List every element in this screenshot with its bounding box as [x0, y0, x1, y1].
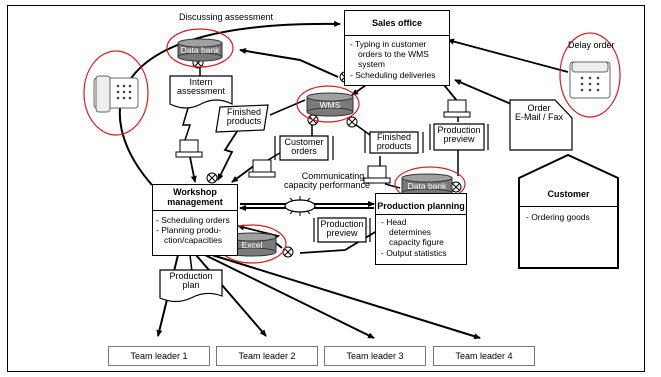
doc-customer-orders: Customer orders [280, 137, 328, 157]
team-leader-3: Team leader 3 [324, 346, 426, 366]
label-communicating: Communicating capacity performance [278, 171, 388, 191]
production-planning-title: Production planning [376, 194, 466, 215]
sales-office-items: - Typing in customer orders to the WMS s… [350, 39, 436, 80]
doc-text: orders [291, 146, 317, 157]
workshop-management-node: Workshop management - Scheduling orders … [152, 184, 238, 256]
production-planning-item: - Head [381, 217, 407, 227]
doc-text: preview [326, 228, 358, 239]
production-planning-item: determines [389, 227, 432, 238]
workshop-item: - Planning produ- [156, 225, 222, 236]
customer-title: Customer [520, 182, 617, 207]
team-leader-4: Team leader 4 [433, 346, 535, 366]
doc-text: preview [443, 134, 475, 145]
production-planning-items: - Head determines capacity figure - Outp… [381, 217, 447, 258]
workshop-items: - Scheduling orders - Planning produ- ct… [156, 215, 230, 246]
production-planning-node: Production planning - Head determines ca… [375, 193, 467, 265]
doc-intern-assessment: Intern assessment [172, 77, 230, 97]
doc-production-plan: Production plan [162, 271, 220, 291]
label-communicating-line2: capacity performance [283, 180, 371, 191]
sales-office-title: Sales office [345, 11, 449, 36]
workshop-title-line2: management [167, 196, 223, 207]
workshop-item: - Scheduling orders [156, 215, 230, 225]
diagram-frame [7, 5, 645, 372]
doc-text: E-Mail / Fax [514, 112, 563, 123]
workshop-title-line1: Workshop [173, 187, 217, 197]
doc-text: Order [527, 103, 551, 113]
doc-text: plan [182, 280, 200, 291]
label-delay-order: Delay order [568, 40, 615, 50]
doc-text: Production [169, 271, 213, 281]
doc-text: products [226, 116, 262, 127]
workshop-title: Workshop management [153, 185, 237, 211]
doc-text: Intern [189, 77, 213, 87]
doc-text: Production [320, 219, 364, 229]
customer-item: - Ordering goods [526, 212, 590, 222]
team-leader-1: Team leader 1 [108, 346, 210, 366]
production-planning-item: capacity figure [389, 237, 444, 248]
sales-office-item: - Typing in customer [350, 39, 427, 49]
team-leader-2: Team leader 2 [216, 346, 318, 366]
database-label-wms: WMS [319, 100, 341, 110]
sales-office-item: - Scheduling deliveries [350, 69, 436, 80]
doc-production-preview-mid: Production preview [318, 219, 366, 239]
doc-text: products [376, 141, 412, 152]
sales-office-item: system [358, 59, 385, 70]
production-planning-item: - Output statistics [381, 247, 447, 258]
database-label-right: Data bank [407, 181, 447, 191]
database-label-excel: Excel [241, 240, 263, 250]
doc-text: Production [437, 125, 481, 135]
sales-office-node: Sales office - Typing in customer orders… [344, 10, 450, 86]
doc-text: Customer [284, 137, 324, 147]
doc-order-email: Order E-Mail / Fax [510, 103, 568, 123]
doc-finished-products-right: Finished products [370, 132, 418, 152]
doc-production-preview-right: Production preview [434, 125, 484, 145]
customer-node: Customer - Ordering goods [520, 182, 617, 268]
label-communicating-line1: Communicating [301, 171, 365, 181]
workshop-item: ction/capacities [164, 235, 223, 246]
doc-text: Finished [226, 107, 262, 117]
doc-finished-products-left: Finished products [221, 107, 267, 127]
doc-text: Finished [376, 132, 412, 142]
label-discussing-assessment: Discussing assessment [179, 12, 274, 22]
doc-text: assessment [176, 86, 226, 97]
sales-office-item: orders to the WMS [358, 49, 429, 60]
database-label-top: Data bank [180, 45, 220, 55]
